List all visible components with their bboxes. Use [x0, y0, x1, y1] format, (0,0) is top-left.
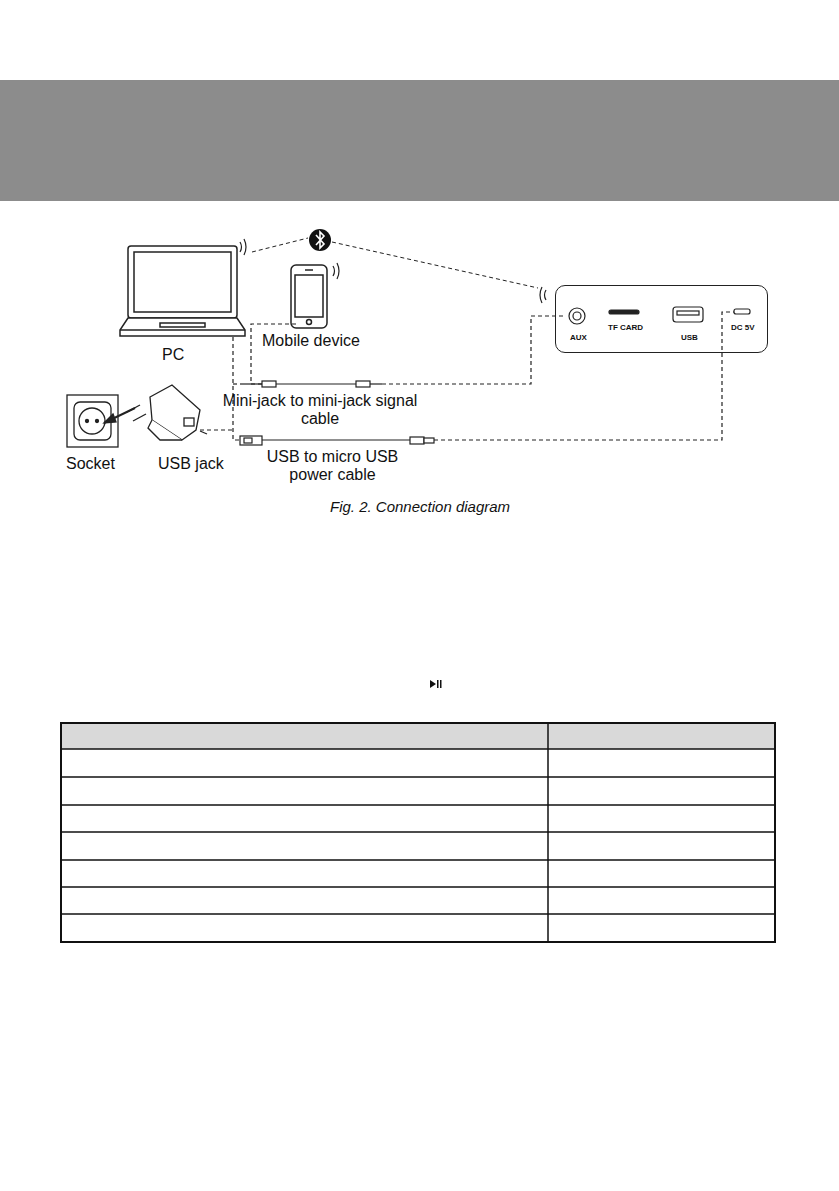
- wireless-link: [252, 238, 538, 288]
- cable-label: USB to micro USB power cable: [250, 448, 415, 484]
- play-pause-symbol: [430, 680, 442, 688]
- device-label: Mobile device: [262, 332, 360, 350]
- device-label: PC: [162, 346, 184, 364]
- usb-charger: [127, 385, 207, 440]
- spec-table: [61, 723, 775, 942]
- cable-label: Mini-jack to mini-jack signal cable: [220, 392, 420, 428]
- laptop-icon: [120, 246, 245, 336]
- port-label: DC 5V: [731, 323, 755, 332]
- speaker-ports: [569, 307, 750, 324]
- header-bar: [0, 80, 839, 201]
- speaker-panel: AUX TF CARD USB DC 5V: [555, 285, 768, 353]
- usb-cable: [240, 436, 434, 445]
- port-label: USB: [681, 333, 698, 342]
- phone-icon: [291, 265, 327, 328]
- figure-caption: Fig. 2. Connection diagram: [330, 498, 510, 516]
- minijack-cable: [240, 381, 382, 387]
- device-label: Socket: [66, 455, 115, 473]
- wall-socket: [67, 395, 135, 447]
- wireless-waves: [240, 239, 546, 303]
- bluetooth-symbol: [309, 229, 331, 251]
- device-label: USB jack: [158, 455, 224, 473]
- cable-route: [200, 312, 734, 440]
- port-label: TF CARD: [608, 323, 643, 332]
- port-label: AUX: [570, 333, 587, 342]
